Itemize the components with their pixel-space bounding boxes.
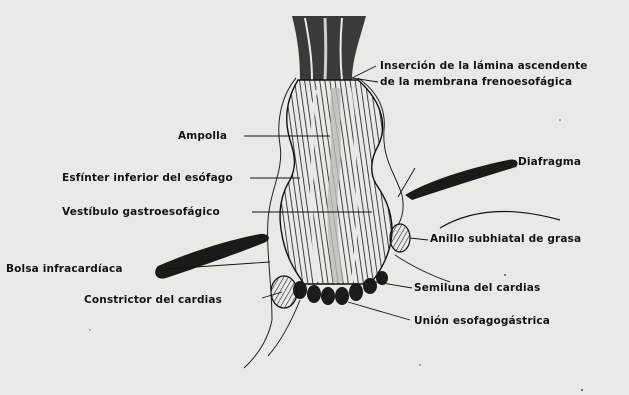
label-insercion-line2: de la membrana frenoesofágica xyxy=(380,76,572,88)
label-esfinter: Esfínter inferior del esófago xyxy=(62,172,233,184)
diaphragm-right xyxy=(405,159,518,200)
label-semiluna: Semiluna del cardias xyxy=(414,282,540,294)
label-vestibulo: Vestíbulo gastroesofágico xyxy=(62,206,220,218)
label-diafragma: Diafragma xyxy=(518,156,581,168)
label-anillo: Anillo subhiatal de grasa xyxy=(430,233,581,245)
label-bolsa: Bolsa infracardíaca xyxy=(6,263,123,275)
label-constrictor: Constrictor del cardias xyxy=(84,294,222,306)
upper-esophagus xyxy=(292,16,366,80)
diaphragm-left xyxy=(155,234,269,279)
label-union: Unión esofagogástrica xyxy=(414,315,550,327)
label-ampolla: Ampolla xyxy=(178,130,227,142)
hiatal-arc xyxy=(440,212,560,228)
label-insercion-line1: Inserción de la lámina ascendente xyxy=(380,60,588,72)
ampolla-body xyxy=(280,80,392,284)
